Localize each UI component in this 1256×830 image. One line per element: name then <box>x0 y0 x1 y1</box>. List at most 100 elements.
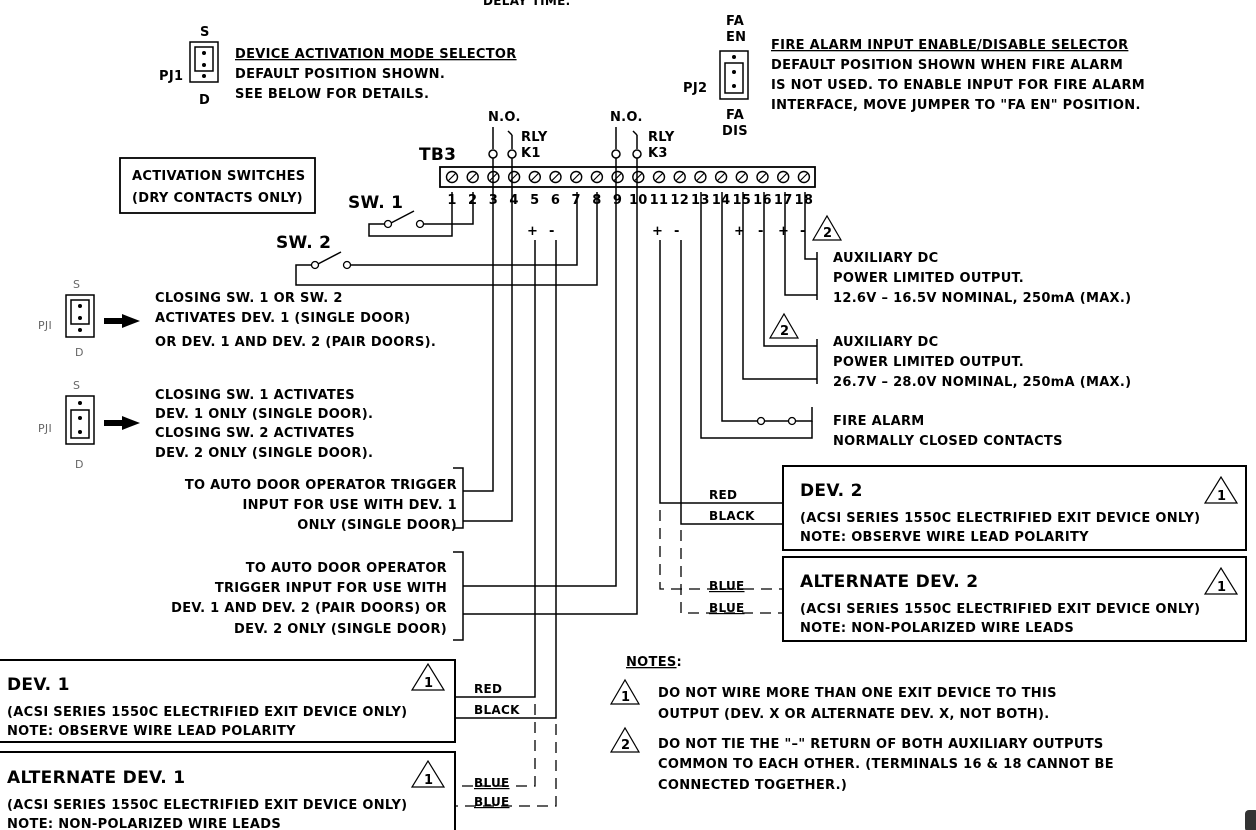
relay-rly-label: RLY <box>648 130 675 145</box>
note-2-text: DO NOT TIE THE "–" RETURN OF BOTH AUXILI… <box>658 737 1104 752</box>
alt1-title: ALTERNATE DEV. 1 <box>7 768 185 788</box>
terminal-number: 14 <box>712 193 731 208</box>
terminal-screw-slot <box>634 173 643 181</box>
aux1-text: AUXILIARY DC <box>833 251 938 266</box>
pj1-text: DEFAULT POSITION SHOWN. <box>235 67 445 82</box>
terminal-number: 9 <box>613 193 622 208</box>
terminal-number: 5 <box>530 193 539 208</box>
dev1-black-label: BLACK <box>474 703 520 717</box>
terminal-screw-slot <box>675 173 684 181</box>
auto2-text: TRIGGER INPUT FOR USE WITH <box>215 581 447 596</box>
dev1-text: (ACSI SERIES 1550C ELECTRIFIED EXIT DEVI… <box>7 705 407 720</box>
note-1-triangle: 1 <box>1217 489 1226 504</box>
pj1-jumper <box>194 46 214 72</box>
polarity-minus: - <box>758 224 764 239</box>
aux2-text: POWER LIMITED OUTPUT. <box>833 355 1024 370</box>
terminal-screw-slot <box>655 173 663 181</box>
note-1-text: DO NOT WIRE MORE THAN ONE EXIT DEVICE TO… <box>658 686 1057 701</box>
terminal-number: 16 <box>753 193 772 208</box>
alt1-text: NOTE: NON-POLARIZED WIRE LEADS <box>7 817 281 830</box>
pj1-s-label: S <box>200 25 210 40</box>
pj2-title: FIRE ALARM INPUT ENABLE/DISABLE SELECTOR <box>771 38 1128 53</box>
mode-2-diagram: S PJI D CLOSING SW. 1 ACTIVATES DEV. 1 O… <box>38 379 373 471</box>
relay-no-label: N.O. <box>610 110 643 125</box>
aux1-text: 12.6V – 16.5V NOMINAL, 250mA (MAX.) <box>833 291 1131 306</box>
relay-k1-label: K1 <box>521 146 541 161</box>
terminal-screw-slot <box>572 173 581 181</box>
dev2-wiring: RED BLACK BLUE BLUE <box>659 240 783 615</box>
pj1-text: SEE BELOW FOR DETAILS. <box>235 87 429 102</box>
pj1-title: DEVICE ACTIVATION MODE SELECTOR <box>235 47 517 62</box>
terminal-screw-slot <box>696 173 705 181</box>
auto-operator-1: TO AUTO DOOR OPERATOR TRIGGER INPUT FOR … <box>185 167 513 533</box>
terminal-screw-slot <box>551 173 560 181</box>
terminal-screw-slot <box>468 173 477 181</box>
relay-k1: N.O. RLY K1 <box>488 110 548 167</box>
terminal-screw-slot <box>799 173 808 181</box>
corner-tab <box>1245 810 1256 830</box>
tb3-label: TB3 <box>419 145 456 165</box>
pj1-selector: S PJ1 D DEVICE ACTIVATION MODE SELECTOR … <box>159 25 517 108</box>
terminal-number: 6 <box>551 193 560 208</box>
pj1-header <box>189 41 219 83</box>
aux2-text: 26.7V – 28.0V NOMINAL, 250mA (MAX.) <box>833 375 1131 390</box>
pj2-header <box>719 50 749 100</box>
sw2-label: SW. 2 <box>276 233 331 253</box>
polarity-minus: - <box>549 224 555 239</box>
terminal-number: 18 <box>795 193 814 208</box>
auto-operator-2: TO AUTO DOOR OPERATOR TRIGGER INPUT FOR … <box>171 167 638 641</box>
mode1-text: CLOSING SW. 1 OR SW. 2 <box>155 291 343 306</box>
polarity-plus: + <box>652 224 663 239</box>
mode1-text: ACTIVATES DEV. 1 (SINGLE DOOR) <box>155 311 411 326</box>
terminal-screw-slot <box>448 173 456 181</box>
mode2-d-label: D <box>75 458 84 471</box>
dev1-red-label: RED <box>474 682 502 696</box>
pj2-label: PJ2 <box>683 81 707 96</box>
notes-title: NOTES: <box>626 655 682 670</box>
aux2-text: AUXILIARY DC <box>833 335 938 350</box>
terminal-number: 4 <box>509 193 518 208</box>
note-2-text: CONNECTED TOGETHER.) <box>658 778 847 793</box>
mode-1-diagram: S PJI D CLOSING SW. 1 OR SW. 2 ACTIVATES… <box>38 278 436 359</box>
dev2-red-label: RED <box>709 488 737 502</box>
polarity-plus: + <box>527 224 538 239</box>
note-2-triangle: 2 <box>780 324 789 339</box>
note-2-triangle: 2 <box>621 738 630 753</box>
dev2-title: DEV. 2 <box>800 481 863 501</box>
pj2-text: DEFAULT POSITION SHOWN WHEN FIRE ALARM <box>771 58 1123 73</box>
pj1-label: PJ1 <box>159 69 183 84</box>
dev2-black-label: BLACK <box>709 509 755 523</box>
alt2-text: (ACSI SERIES 1550C ELECTRIFIED EXIT DEVI… <box>800 602 1200 617</box>
alt1-blue-label: BLUE <box>474 795 510 809</box>
activation-text: (DRY CONTACTS ONLY) <box>132 191 303 206</box>
notes-section: NOTES: 1 DO NOT WIRE MORE THAN ONE EXIT … <box>609 655 1114 793</box>
terminal-number: 11 <box>650 193 669 208</box>
alt-dev1-box: ALTERNATE DEV. 1 1 (ACSI SERIES 1550C EL… <box>0 751 456 830</box>
pj2-selector: FA EN PJ2 FA DIS FIRE ALARM INPUT ENABLE… <box>683 14 1145 139</box>
terminal-number: 7 <box>572 193 581 208</box>
polarity-minus: - <box>674 224 680 239</box>
relay-k3-label: K3 <box>648 146 668 161</box>
dev1-box: DEV. 1 1 (ACSI SERIES 1550C ELECTRIFIED … <box>0 659 456 743</box>
alt-dev2-box: ALTERNATE DEV. 2 1 (ACSI SERIES 1550C EL… <box>782 556 1247 642</box>
pj2-text: INTERFACE, MOVE JUMPER TO "FA EN" POSITI… <box>771 98 1141 113</box>
terminal-screw-slot <box>779 173 788 181</box>
mode2-text: DEV. 1 ONLY (SINGLE DOOR). <box>155 407 373 422</box>
auto2-text: DEV. 1 AND DEV. 2 (PAIR DOORS) OR <box>171 601 447 616</box>
note-2-text: COMMON TO EACH OTHER. (TERMINALS 16 & 18… <box>658 757 1114 772</box>
activation-text: ACTIVATION SWITCHES <box>132 169 305 184</box>
cut-text: DELAY TIME. <box>483 0 570 8</box>
terminal-screw-slot <box>717 173 726 181</box>
polarity-minus: - <box>800 224 806 239</box>
dev1-text: NOTE: OBSERVE WIRE LEAD POLARITY <box>7 724 296 739</box>
alt2-text: NOTE: NON-POLARIZED WIRE LEADS <box>800 621 1074 636</box>
relay-rly-label: RLY <box>521 130 548 145</box>
pj2-text: IS NOT USED. TO ENABLE INPUT FOR FIRE AL… <box>771 78 1145 93</box>
note-1-triangle: 1 <box>1217 580 1226 595</box>
terminal-number: 17 <box>774 193 793 208</box>
terminal-screw-slot <box>758 173 767 181</box>
note-1-triangle: 1 <box>621 690 630 705</box>
terminal-number: 10 <box>629 193 648 208</box>
